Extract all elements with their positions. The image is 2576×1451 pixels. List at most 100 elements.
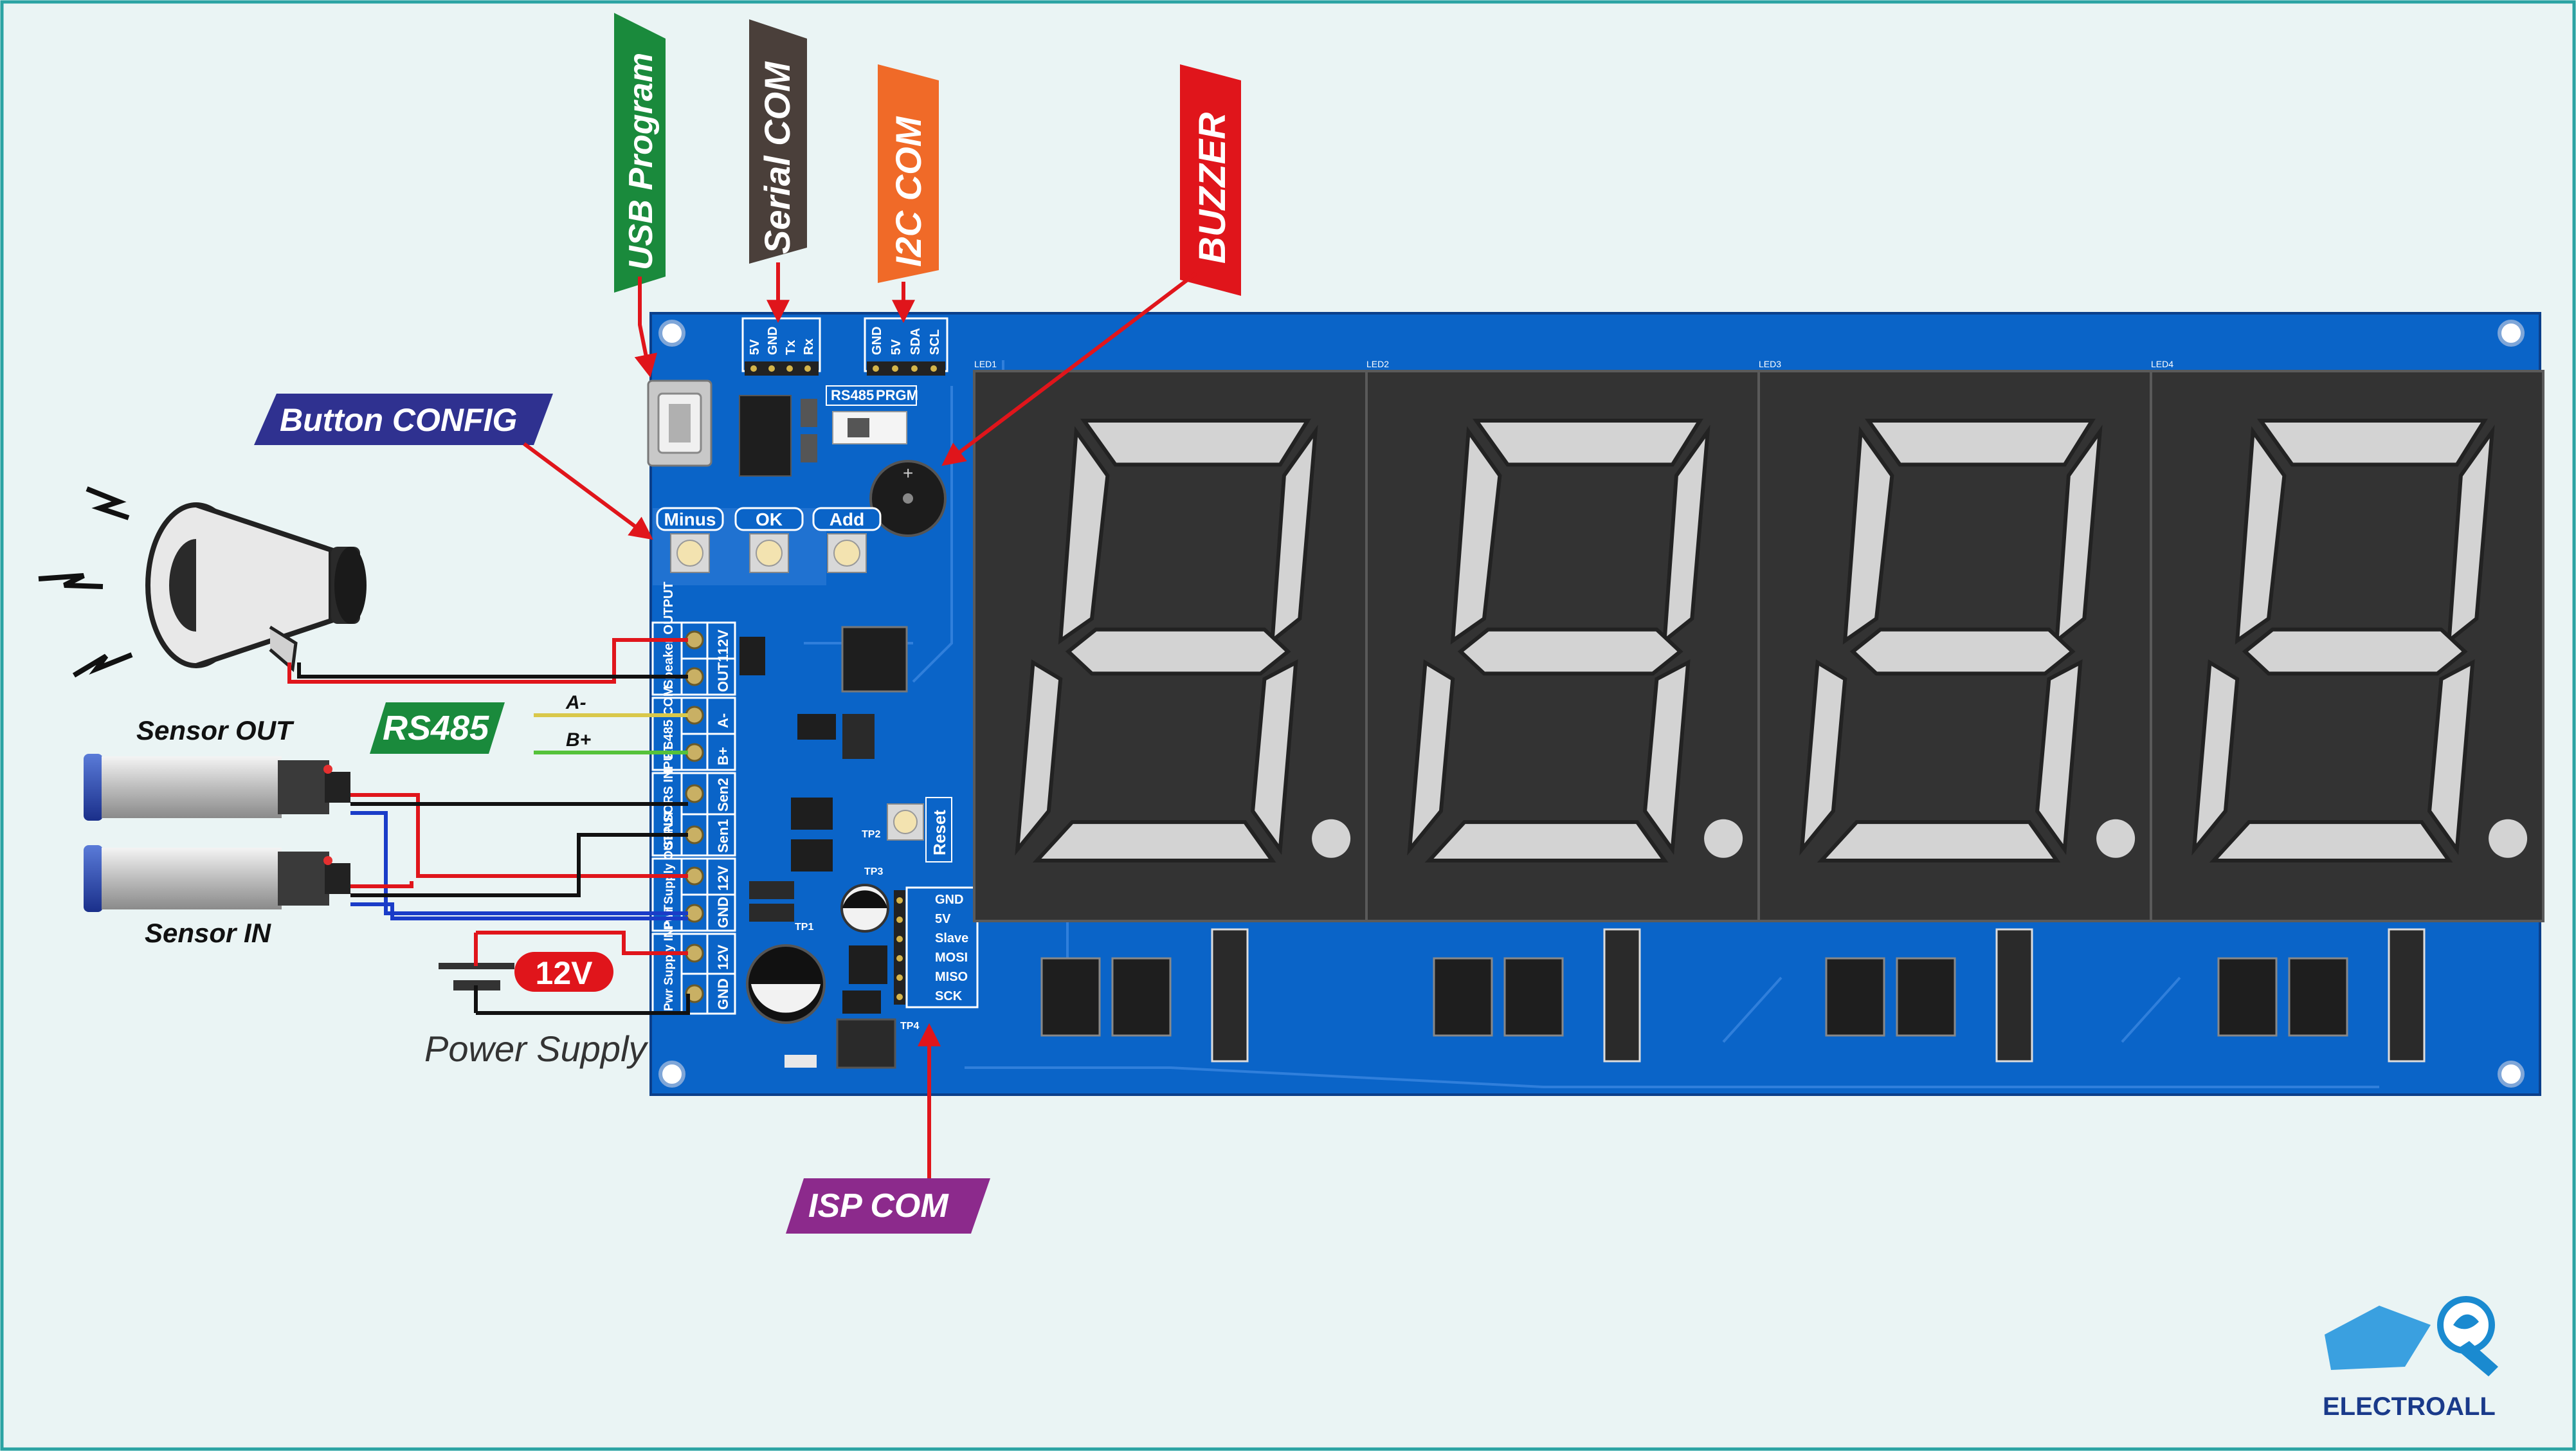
isp-pin-slave: Slave: [935, 931, 968, 945]
terminal-psu-in-pin-gnd: GND: [715, 978, 731, 1010]
tp1-label: TP1: [795, 922, 813, 933]
electroall-logo: ELECTROALL: [2323, 1296, 2498, 1421]
seven-segment-digit: LED2: [1365, 359, 1760, 922]
driver-group: [1040, 928, 1249, 1063]
i2c-com-label: I2C COM: [888, 116, 929, 267]
driver-ic: [1896, 957, 1956, 1037]
display-driver-chips: [1040, 928, 2426, 1063]
i2c-pin-sda: SDA: [909, 328, 923, 355]
i2c-pin-gnd: GND: [870, 327, 884, 355]
terminal-speaker-title: Speaker OUTPUT: [662, 581, 676, 688]
serial-header: 5V GND Tx Rx: [741, 317, 821, 376]
reset-label: Reset: [930, 810, 949, 855]
driver-group: [2217, 928, 2426, 1063]
led-ref-label: LED3: [1759, 359, 1781, 369]
segment-c: [2427, 659, 2475, 855]
minus-button[interactable]: Minus: [656, 507, 724, 573]
mode-switch: RS485 PRGM: [826, 385, 918, 444]
terminal-blocks: Speaker OUTPUT 12V OUT1 RS485 COM A- B+ …: [651, 581, 736, 1015]
tp3-label: TP3: [864, 866, 883, 877]
driver-ic: [1433, 957, 1493, 1037]
tp4-label: TP4: [900, 1021, 919, 1032]
seven-segment-digit: LED4: [2150, 359, 2544, 922]
segment-c: [1643, 659, 1691, 855]
voltage-badge: 12V: [514, 952, 613, 992]
usb-connector: [647, 379, 712, 467]
segment-e: [1015, 659, 1063, 856]
serial-com-label: Serial COM: [757, 61, 797, 254]
svg-text:+: +: [903, 463, 913, 483]
segment-f: [1450, 426, 1502, 645]
terminal-speaker-pin-out1: OUT1: [715, 654, 731, 692]
isp-pin-miso: MISO: [935, 970, 968, 984]
segment-e: [1799, 659, 1847, 856]
segment-d: [2209, 820, 2453, 862]
driver-group: [1825, 928, 2033, 1063]
seven-segment-displays: LED1 LED2 LED3 LED4: [973, 359, 2544, 922]
sensor-out-label: Sensor OUT: [136, 715, 295, 745]
isp-header: GND 5V Slave MOSI MISO SCK: [894, 886, 979, 1008]
driver-ic: [2288, 957, 2348, 1037]
wire-b-label: B+: [566, 729, 591, 751]
segment-c: [1251, 659, 1298, 855]
buzzer-label: BUZZER: [1192, 113, 1233, 264]
terminal-sensors-pin-sen1: Sen1: [715, 819, 731, 853]
serial-pin-rx: Rx: [802, 338, 816, 355]
minus-button-label: Minus: [664, 509, 716, 529]
segment-a: [2256, 419, 2488, 467]
terminal-psu-out-title: Pwr Supply OUTPUT: [662, 810, 676, 930]
isp-pin-sck: SCK: [935, 989, 963, 1003]
microcontroller-chip: [739, 626, 908, 872]
driver-ic: [1111, 957, 1172, 1037]
seven-segment-digit: LED1: [973, 359, 1368, 922]
button-config-label: Button CONFIG: [280, 402, 517, 438]
segment-e: [1407, 659, 1455, 856]
terminal-rs485-pin-b: B+: [715, 747, 731, 765]
wires: [287, 638, 690, 1015]
usb-program-callout: USB Program: [614, 13, 666, 378]
buzzer: +: [869, 460, 947, 537]
buzzer-callout: BUZZER: [941, 64, 1241, 466]
power-supply-label: Power Supply: [424, 1028, 649, 1069]
isp-com-label: ISP COM: [808, 1187, 949, 1225]
speaker-horn: [38, 486, 367, 678]
tp2-label: TP2: [862, 829, 880, 840]
switch-label-rs485: RS485: [831, 387, 874, 403]
led-ref-label: LED2: [1366, 359, 1389, 369]
terminal-psu-out-pin-12v: 12V: [715, 866, 731, 891]
resistor-array: [1603, 928, 1641, 1063]
usb-program-label: USB Program: [622, 53, 660, 270]
sensor-in-label: Sensor IN: [145, 918, 272, 948]
ok-button[interactable]: OK: [734, 507, 804, 573]
segment-c: [2035, 659, 2083, 855]
sensor-out-device: [84, 754, 350, 821]
reset-button[interactable]: Reset: [887, 797, 952, 862]
testpoints: TP1 TP2 TP3 TP4: [795, 829, 919, 1032]
segment-a: [1864, 419, 2096, 467]
rs485-label: RS485: [383, 709, 489, 747]
segment-g: [2242, 627, 2468, 676]
voltage-label: 12V: [536, 955, 594, 991]
resistor-array: [1995, 928, 2033, 1063]
mounting-holes: [658, 320, 2525, 1088]
add-button[interactable]: Add: [812, 507, 882, 573]
isp-com-callout: ISP COM: [786, 1023, 990, 1234]
segment-a: [1472, 419, 1703, 467]
i2c-pin-scl: SCL: [928, 329, 942, 355]
button-config-callout: Button CONFIG: [254, 394, 653, 540]
driver-group: [1433, 928, 1641, 1063]
led-ref-label: LED1: [974, 359, 997, 369]
seven-segment-digit: LED3: [1757, 359, 2152, 922]
serial-pin-tx: Tx: [784, 340, 798, 355]
terminal-psu-in-title: Pwr Supply INPUT: [662, 904, 676, 1011]
driver-ic: [1825, 957, 1885, 1037]
segment-g: [1457, 627, 1683, 676]
driver-ic: [1503, 957, 1564, 1037]
terminal-speaker-pin-12v: 12V: [715, 630, 731, 655]
segment-dp: [1312, 819, 1351, 858]
segment-dp: [2096, 819, 2136, 858]
terminal-sensors-pin-sen2: Sen2: [715, 778, 731, 812]
i2c-pin-5v: 5V: [889, 339, 903, 355]
